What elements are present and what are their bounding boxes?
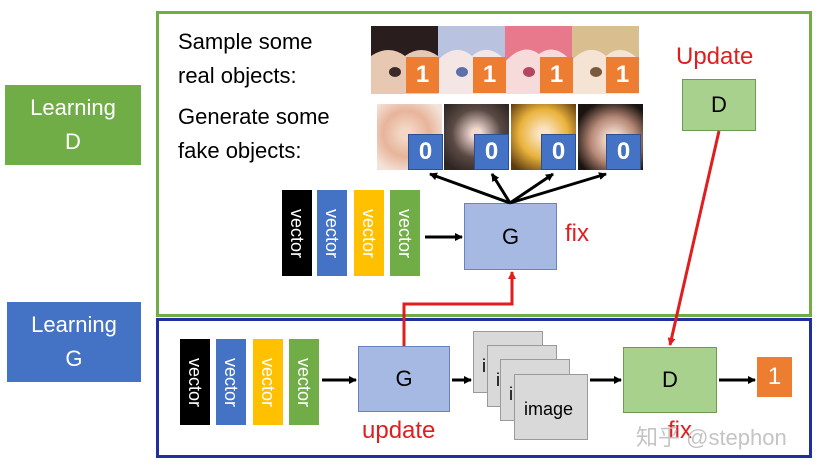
arrow-icon [402,271,516,346]
fake-label-3: 0 [541,134,576,170]
learning-d-label: Learning D [5,85,141,165]
top-vector-2: vector [317,190,347,276]
real-label-1: 1 [406,57,439,93]
learning-d-frame [156,11,812,317]
fake-label-2: 0 [474,134,509,170]
arrow-icon [509,172,607,205]
bottom-vector-3: vector [253,339,283,425]
real-label-2: 1 [473,57,506,93]
top-vector-3: vector [354,190,384,276]
bottom-discriminator-node: D [623,347,717,413]
fix-label-top: fix [565,220,589,247]
fix-label-bottom: fix [668,417,692,444]
arrow-icon [429,172,511,205]
fake-label-4: 0 [606,134,641,170]
bottom-vector-4: vector [289,339,319,425]
top-vector-1: vector [282,190,312,276]
learning-g-frame [156,318,812,458]
image-card-4: image [514,374,588,440]
real-label-4: 1 [606,57,639,93]
fake-label-1: 0 [408,134,443,170]
bottom-vector-2: vector [216,339,246,425]
anime-face-icon [572,26,639,94]
arrow-icon [490,173,512,204]
top-vector-4: vector [390,190,420,276]
output-label: 1 [757,357,792,397]
real-label-3: 1 [540,57,573,93]
bottom-vector-1: vector [180,339,210,425]
arrow-icon [509,172,554,205]
generate-fake-text: Generate some fake objects: [178,104,330,163]
top-discriminator-node: D [682,79,756,131]
update-label-top: Update [676,43,754,70]
update-label-bottom: update [362,417,436,444]
bottom-generator-node: G [358,346,450,412]
learning-g-label: Learning G [7,302,141,382]
real-image-4 [572,26,639,94]
sample-real-text: Sample some real objects: [178,29,313,88]
watermark-text: 知乎 @stephon [636,425,787,450]
arrow-icon [667,130,721,346]
